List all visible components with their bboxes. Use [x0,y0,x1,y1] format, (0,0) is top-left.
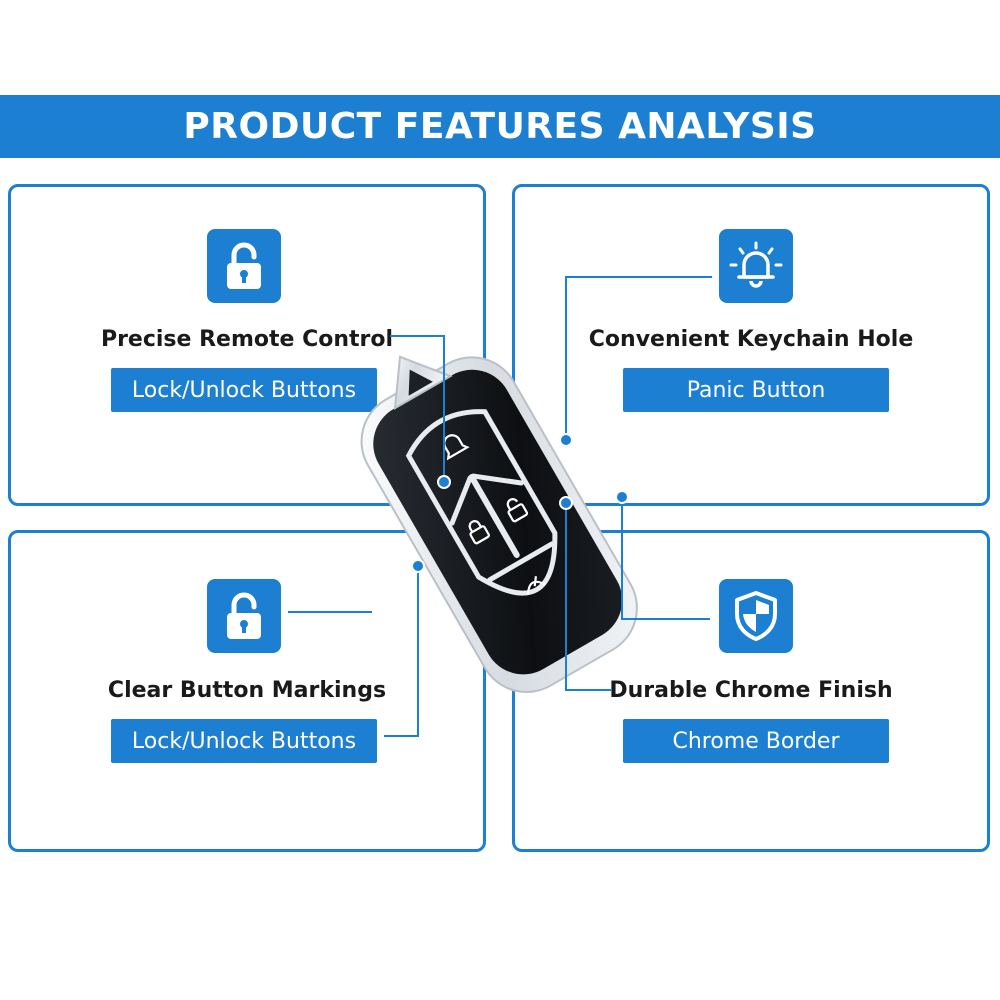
feature-title: Precise Remote Control [100,327,394,352]
alarm-bell-icon [719,229,793,303]
feature-card-keychain-hole: Convenient Keychain Hole Panic Button [512,184,990,506]
feature-title: Clear Button Markings [107,678,387,703]
feature-badge: Chrome Border [623,719,889,763]
feature-badge: Lock/Unlock Buttons [111,719,377,763]
page-title: PRODUCT FEATURES ANALYSIS [183,106,817,147]
padlock-icon [207,229,281,303]
callout-dots [411,433,629,573]
shield-icon [719,579,793,653]
key-fob [360,355,638,693]
header-banner: PRODUCT FEATURES ANALYSIS [0,95,1000,158]
callout-lines [288,276,712,737]
padlock-icon [207,579,281,653]
feature-card-button-markings: Clear Button Markings Lock/Unlock Button… [8,530,486,852]
feature-badge: Panic Button [623,368,889,412]
feature-title: Durable Chrome Finish [609,678,893,703]
feature-title: Convenient Keychain Hole [588,327,914,352]
feature-badge: Lock/Unlock Buttons [111,368,377,412]
